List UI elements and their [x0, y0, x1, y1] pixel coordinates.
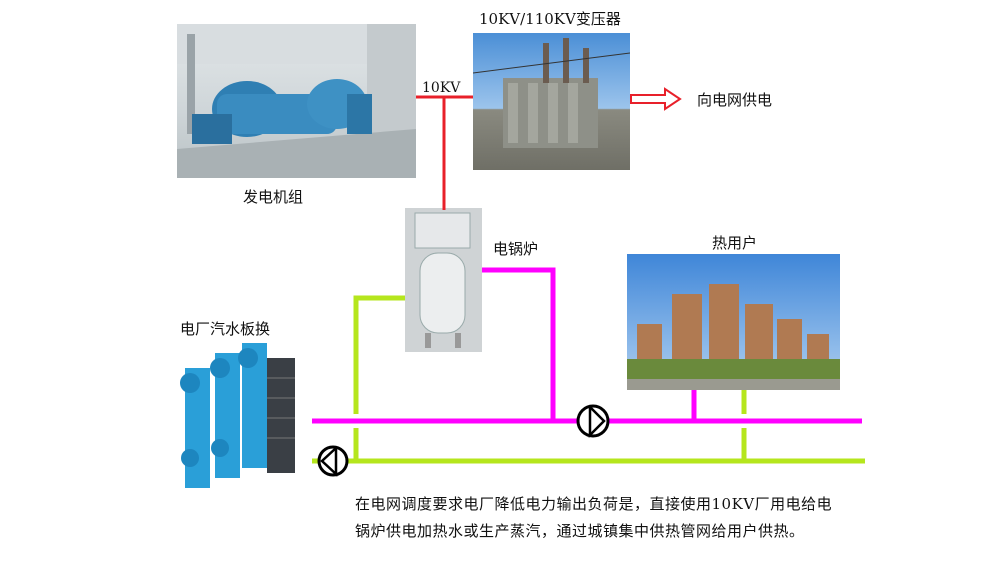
- return-pump-icon: [317, 445, 349, 477]
- transformer-label: 10KV/110KV变压器: [479, 10, 621, 28]
- heat-user-photo: [627, 254, 840, 390]
- plate-exchanger-label: 电厂汽水板换: [180, 320, 271, 338]
- boiler-label: 电锅炉: [493, 240, 539, 258]
- heat-user-label: 热用户: [712, 234, 758, 252]
- grid-supply-label: 向电网供电: [697, 91, 773, 109]
- plate-exchanger-image: [170, 338, 305, 495]
- electric-boiler-image: [405, 208, 482, 352]
- hot-water-pipe: [312, 267, 862, 424]
- line-voltage-label: 10KV: [422, 80, 461, 96]
- generator-label: 发电机组: [243, 188, 304, 206]
- return-water-pipe: [312, 295, 865, 464]
- grid-supply-arrow-icon: [630, 87, 682, 111]
- description-text: 在电网调度要求电厂降低电力输出负荷是，直接使用10KV厂用电给电锅炉供电加热水或…: [355, 495, 833, 540]
- supply-pump-icon: [576, 404, 610, 439]
- transformer-photo: [473, 33, 630, 170]
- generator-photo: [177, 24, 416, 178]
- power-line: [416, 95, 473, 210]
